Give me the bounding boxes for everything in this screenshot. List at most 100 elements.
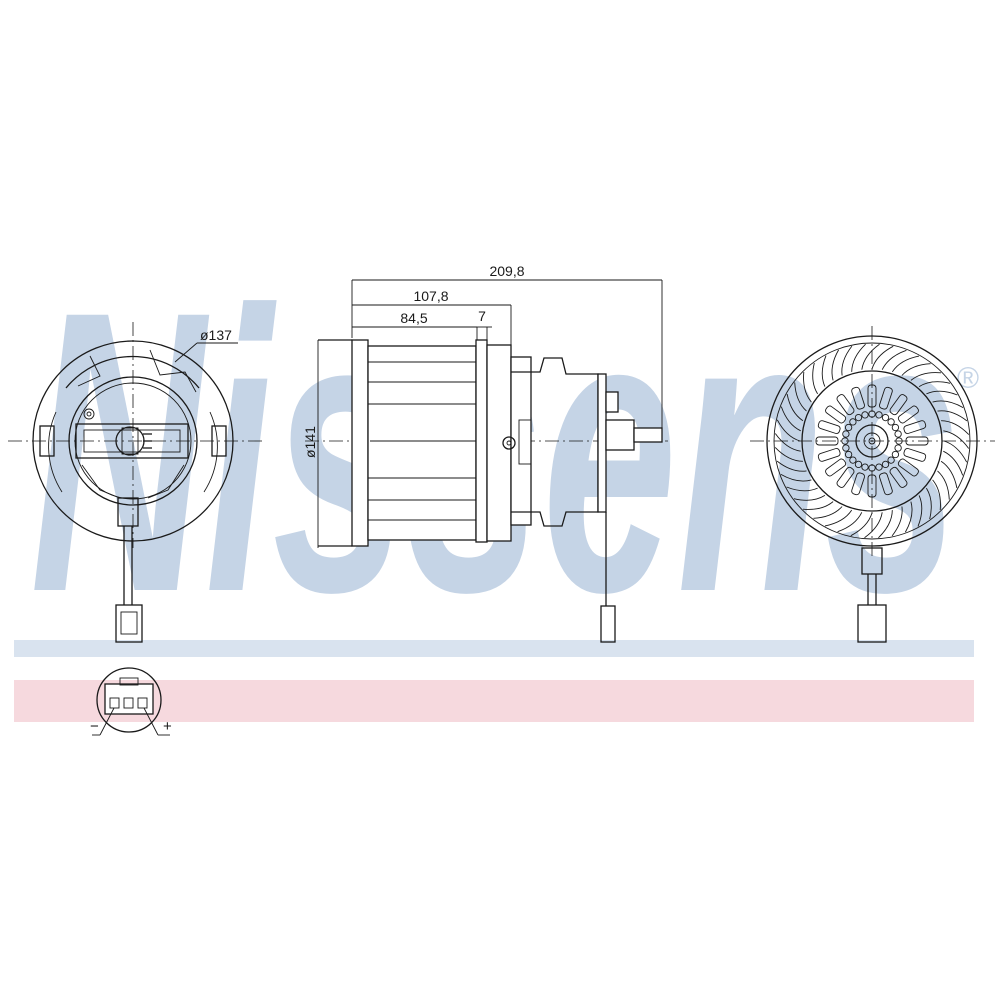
fan-spoke-slot (889, 394, 908, 416)
watermark-band-blue (14, 640, 974, 657)
fan-blade (793, 495, 826, 501)
fan-blade (812, 362, 818, 395)
fan-spoke-slot (815, 436, 839, 446)
fan-blade (786, 393, 804, 422)
fan-spoke-slot (867, 384, 877, 408)
hub-hole (854, 460, 863, 469)
fan-blade (841, 345, 853, 376)
fan-spoke-slot (825, 405, 847, 424)
front-view: ø137 (8, 322, 262, 643)
fan-spoke-slot (817, 420, 841, 434)
fan-spoke-slot (836, 394, 855, 416)
fan-blade (813, 506, 843, 519)
fan-blade (941, 420, 970, 435)
hub-hole (887, 418, 895, 426)
fan-blade (926, 390, 958, 396)
fan-spoke-slot (903, 420, 927, 434)
fan-spoke-slot (817, 448, 841, 462)
fan-blade (937, 470, 950, 500)
fan-blade (871, 345, 894, 370)
fan-blade (851, 343, 866, 372)
hub-hole (841, 437, 849, 445)
hub-hole (854, 413, 863, 422)
hub-hole (875, 411, 883, 419)
hub-hole (881, 413, 890, 422)
hub-hole (842, 430, 850, 438)
hub-hole (849, 418, 857, 426)
hub-hole (842, 444, 850, 452)
hub-hole (891, 450, 900, 459)
fan-blade (932, 400, 964, 408)
fan-blade (940, 460, 958, 489)
flange-width-label: 7 (478, 308, 486, 324)
fan-blade (780, 474, 812, 482)
overall-length-label: 209,8 (489, 263, 524, 279)
connector-negative-label: − (90, 718, 99, 735)
fan-spoke-slot (836, 466, 855, 488)
hub-hole (844, 423, 853, 432)
fan-blade (803, 371, 812, 403)
fan-blade (831, 349, 839, 381)
front-diameter-label: ø137 (200, 327, 232, 343)
fan-blade (881, 349, 907, 370)
hub-hole (894, 444, 902, 452)
fan-blade (774, 433, 801, 452)
fan-blade (824, 509, 853, 527)
fan-blade (864, 512, 883, 539)
hub-hole (849, 456, 857, 464)
fan-spoke-slot (897, 458, 919, 477)
fan-blade (802, 501, 834, 510)
hub-hole (861, 463, 869, 471)
fan-blade (943, 430, 970, 449)
fan-blade (918, 381, 951, 387)
fan-blade (943, 440, 968, 463)
fan-blade (776, 460, 807, 472)
fan-blade (891, 506, 903, 537)
fan-blade (850, 512, 873, 537)
fan-blade (891, 355, 920, 373)
fan-blade (786, 486, 818, 492)
fan-blade (917, 495, 923, 527)
fan-blade (901, 363, 931, 376)
fan-blade (774, 447, 803, 462)
side-diameter-label: ø141 (302, 426, 318, 458)
connector-positive-label: + (163, 718, 172, 735)
fan-blade (794, 382, 807, 412)
fan-blade (776, 419, 801, 442)
fan-blade (837, 512, 863, 533)
fan-blade (905, 501, 913, 533)
fan-wheel-view (750, 326, 995, 643)
fan-blade (780, 406, 801, 432)
fan-blade (910, 372, 942, 381)
fan-blade (861, 343, 880, 370)
fan-spoke-slot (825, 458, 847, 477)
hub-hole (868, 410, 876, 418)
fan-spoke-slot (897, 405, 919, 424)
watermark-band-pink (14, 680, 974, 722)
hub-hole (895, 437, 903, 445)
fan-spoke-slot (879, 386, 893, 410)
fan-blade (926, 487, 932, 520)
fan-blade (878, 510, 893, 539)
hub-hole (868, 464, 876, 472)
watermark-registered-mark: ® (957, 362, 979, 395)
fan-spoke-slot (867, 474, 877, 498)
hub-hole (875, 463, 883, 471)
connector-pinout-detail: − + (90, 667, 172, 736)
side-view: 209,8 107,8 84,5 7 ø141 (302, 263, 668, 643)
hub-hole (894, 430, 902, 438)
fan-spoke-slot (903, 448, 927, 462)
fan-spoke-slot (889, 466, 908, 488)
fan-blade (821, 355, 827, 387)
hub-hole (861, 411, 869, 419)
fan-spoke-slot (851, 386, 865, 410)
fan-length-label: 84,5 (400, 310, 427, 326)
hub-hole (887, 456, 895, 464)
hub-hole (844, 450, 853, 459)
hub-hole (891, 423, 900, 432)
fan-spoke-slot (851, 472, 865, 496)
hub-hole (881, 460, 890, 469)
body-length-label: 107,8 (413, 288, 448, 304)
fan-spoke-slot (905, 436, 929, 446)
